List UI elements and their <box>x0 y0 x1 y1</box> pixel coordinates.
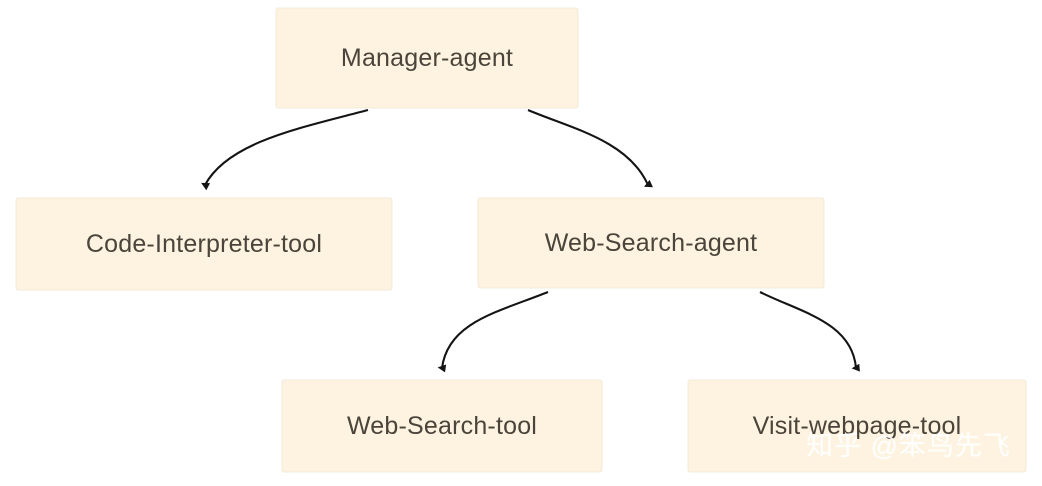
watermark-text: 知乎 @笨鸟先飞 <box>806 431 1011 461</box>
node-visit-webpage-tool[interactable]: Visit-webpage-tool <box>688 380 1026 472</box>
edge-web-search-agent-to-visit-webpage-tool <box>759 291 860 372</box>
edge-web-search-agent-to-web-search-tool <box>437 291 549 373</box>
node-code-interpreter-tool[interactable]: Code-Interpreter-tool <box>16 198 392 290</box>
node-manager-agent[interactable]: Manager-agent <box>276 8 578 108</box>
edge-manager-to-code-interpreter <box>201 108 369 191</box>
edge-manager-to-web-search-agent <box>527 109 653 188</box>
node-web-search-agent-label: Web-Search-agent <box>544 228 758 257</box>
node-code-interpreter-tool-label: Code-Interpreter-tool <box>85 229 323 258</box>
node-web-search-agent[interactable]: Web-Search-agent <box>478 198 824 288</box>
node-visit-webpage-tool-label: Visit-webpage-tool <box>752 411 962 440</box>
node-web-search-tool[interactable]: Web-Search-tool <box>282 380 602 472</box>
node-manager-agent-label: Manager-agent <box>340 43 514 72</box>
node-web-search-tool-label: Web-Search-tool <box>346 411 538 440</box>
